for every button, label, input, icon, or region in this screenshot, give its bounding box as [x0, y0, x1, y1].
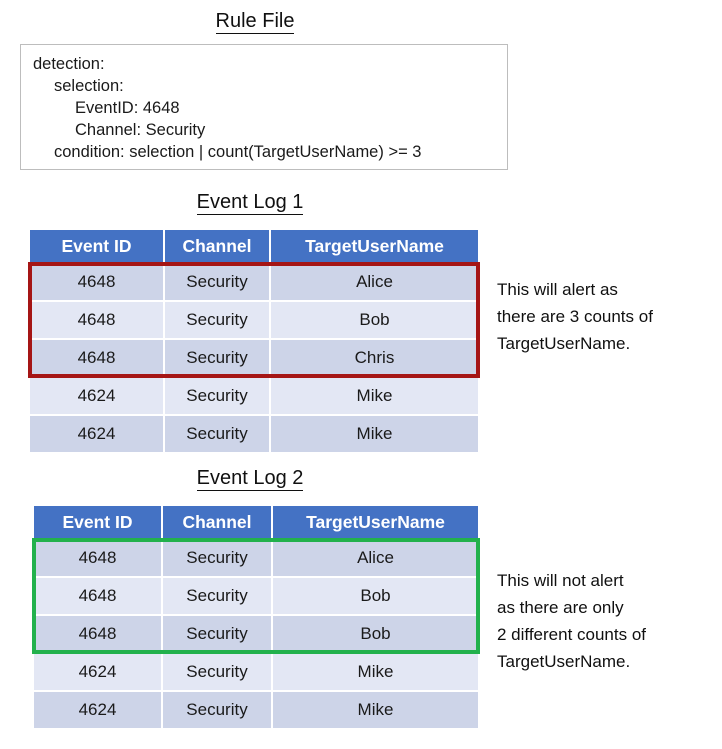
- event-log-1-annotation: This will alert as there are 3 counts of…: [497, 280, 653, 353]
- table-header-row: Event ID Channel TargetUserName: [30, 230, 478, 264]
- cell-targetusername: Bob: [272, 577, 478, 616]
- rule-line: selection:: [54, 77, 124, 95]
- cell-channel: Security: [162, 653, 273, 692]
- cell-targetusername: Alice: [272, 539, 478, 578]
- column-header-targetusername: TargetUserName: [270, 230, 478, 264]
- column-header-channel: Channel: [162, 506, 273, 540]
- rule-line: detection:: [33, 55, 105, 73]
- rule-line: condition: selection | count(TargetUserN…: [54, 143, 422, 161]
- cell-targetusername: Mike: [270, 377, 478, 416]
- event-log-1-title: Event Log 1: [0, 190, 500, 215]
- table-row: 4648 Security Bob: [34, 615, 478, 654]
- cell-event-id: 4624: [34, 691, 163, 730]
- cell-targetusername: Bob: [272, 615, 478, 654]
- cell-targetusername: Mike: [270, 415, 478, 454]
- table-row: 4648 Security Bob: [34, 577, 478, 616]
- table-header-row: Event ID Channel TargetUserName: [34, 506, 478, 540]
- table-row: 4648 Security Bob: [30, 301, 478, 340]
- column-header-event-id: Event ID: [30, 230, 165, 264]
- table-row: 4648 Security Chris: [30, 339, 478, 378]
- cell-channel: Security: [164, 339, 271, 378]
- rule-line: EventID: 4648: [75, 99, 180, 117]
- rule-file-box: detection: selection: EventID: 4648 Chan…: [20, 44, 508, 170]
- cell-channel: Security: [162, 691, 273, 730]
- cell-event-id: 4648: [34, 577, 163, 616]
- rule-file-title-text: Rule File: [215, 10, 295, 34]
- cell-event-id: 4648: [30, 263, 165, 302]
- cell-targetusername: Chris: [270, 339, 478, 378]
- cell-channel: Security: [164, 301, 271, 340]
- cell-channel: Security: [164, 415, 271, 454]
- rule-line: Channel: Security: [75, 121, 206, 139]
- cell-event-id: 4624: [30, 377, 165, 416]
- table-row: 4624 Security Mike: [30, 377, 478, 416]
- cell-targetusername: Mike: [272, 653, 478, 692]
- rule-file-title: Rule File: [0, 9, 510, 34]
- table-row: 4624 Security Mike: [30, 415, 478, 454]
- cell-event-id: 4648: [30, 339, 165, 378]
- table-row: 4648 Security Alice: [34, 539, 478, 578]
- cell-channel: Security: [164, 377, 271, 416]
- cell-channel: Security: [162, 539, 273, 578]
- cell-channel: Security: [164, 263, 271, 302]
- cell-targetusername: Bob: [270, 301, 478, 340]
- table-row: 4624 Security Mike: [34, 691, 478, 730]
- cell-channel: Security: [162, 577, 273, 616]
- cell-targetusername: Alice: [270, 263, 478, 302]
- table-row: 4624 Security Mike: [34, 653, 478, 692]
- table-row: 4648 Security Alice: [30, 263, 478, 302]
- cell-channel: Security: [162, 615, 273, 654]
- cell-event-id: 4648: [30, 301, 165, 340]
- cell-event-id: 4624: [34, 653, 163, 692]
- event-log-2-annotation: This will not alert as there are only 2 …: [497, 571, 647, 671]
- column-header-channel: Channel: [164, 230, 271, 264]
- cell-event-id: 4648: [34, 539, 163, 578]
- cell-event-id: 4648: [34, 615, 163, 654]
- column-header-event-id: Event ID: [34, 506, 163, 540]
- column-header-targetusername: TargetUserName: [272, 506, 478, 540]
- event-log-2-title: Event Log 2: [0, 466, 500, 491]
- event-log-2-table: Event ID Channel TargetUserName 4648 Sec…: [34, 506, 478, 730]
- cell-targetusername: Mike: [272, 691, 478, 730]
- event-log-2-title-text: Event Log 2: [196, 467, 304, 491]
- event-log-1-table: Event ID Channel TargetUserName 4648 Sec…: [30, 230, 478, 454]
- event-log-1-title-text: Event Log 1: [196, 191, 304, 215]
- cell-event-id: 4624: [30, 415, 165, 454]
